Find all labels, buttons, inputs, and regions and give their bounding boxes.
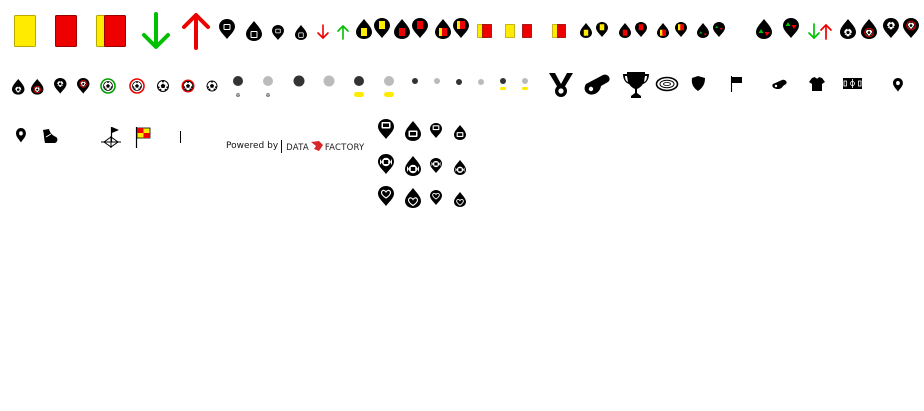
powered-by-label: Powered by [226,141,279,151]
own-goal-drop-icon [861,19,877,39]
medal-icon [549,73,573,97]
substitution-small-drop-icon [697,23,709,38]
datafactory-mark-icon [310,140,323,151]
own-goal-small-pin-icon [77,78,90,94]
second-yellow-small-pin-icon [675,22,687,37]
small-second-yellow-card-icon [477,24,492,38]
substitution-out-arrow-icon [182,13,210,50]
missed-penalty-ball-icon [129,78,145,94]
grey-dot-icon [323,75,335,87]
small-whistle-icon [772,79,787,90]
substitution-drop-icon [756,19,772,39]
datafactory-logo: DATA FACTORY [286,140,364,153]
substitution-pin-icon [783,18,799,38]
tiny-second-yellow-card-icon [552,24,566,38]
var-pin-icon [378,154,394,174]
whistle-icon [584,74,610,95]
tv-pin-icon [378,119,394,139]
boot-icon [43,129,58,143]
red-card-pin-icon [412,18,428,38]
brand-left-text: DATA [286,142,309,153]
red-card-small-drop-icon [619,23,631,38]
grey-dot-ball-icon [263,76,273,97]
goal-small-drop-icon [12,79,25,95]
red-card-drop-icon [394,19,410,39]
marker-grid [378,119,466,208]
dot-ball-icon [233,76,243,97]
pitch-icon [843,78,862,89]
powered-by-credit: Powered by DATA FACTORY [226,138,364,154]
var-drop-icon [405,156,421,176]
own-goal-ball-icon [181,79,195,93]
injury-pin-icon [378,186,394,206]
ball-icon [156,79,170,93]
yellow-card-drop-icon [356,19,372,39]
tiny-dot-icon [456,79,462,85]
second-yellow-small-drop-icon [657,23,669,38]
small-red-card-icon [522,24,532,38]
small-dot-icon [412,78,418,84]
small-ball-icon [206,80,218,92]
small-yellow-card-icon [505,24,515,38]
injury-small-pin-icon [430,190,442,205]
penalty-ball-icon [100,78,116,94]
second-yellow-drop-icon [435,19,451,39]
goal-drop-icon [840,19,856,39]
row-3 [16,127,181,148]
event-small-pin-icon [272,25,284,40]
shield-icon [691,76,705,91]
tiny-grey-dot-yellow-icon [522,78,528,90]
corner-flag-icon [730,76,742,92]
tv-drop-icon [405,121,421,141]
yellow-card-pin-icon [374,18,390,38]
own-goal-pin-icon [903,18,919,38]
second-yellow-pin-icon [453,18,469,38]
tv-small-drop-icon [454,125,466,140]
tiny-dot-yellow-icon [500,78,506,90]
shirt-icon [809,77,825,91]
tiny-grey-dot-icon [478,79,484,85]
red-card-small-pin-icon [635,22,647,37]
small-green-up-arrow-icon [337,25,349,40]
location-pin-icon [893,78,903,92]
yellow-card-small-drop-icon [580,23,592,38]
small-grey-dot-icon [434,78,440,84]
row-1 [14,12,919,50]
yellow-card-small-pin-icon [596,22,608,37]
var-small-drop-icon [454,160,466,175]
row-2 [12,72,903,98]
var-small-pin-icon [430,158,442,173]
yellow-card-icon [14,15,36,47]
grey-dot-yellow-icon [384,76,394,97]
offside-flag-icon [135,127,151,148]
stadium-icon [655,76,679,92]
own-goal-small-drop-icon [31,79,44,95]
trophy-icon [623,72,649,98]
dot-yellow-icon [354,76,364,97]
substitution-in-arrow-icon [142,12,170,49]
red-card-icon [55,15,77,47]
second-yellow-card-icon [96,15,126,47]
tv-small-pin-icon [430,123,442,138]
corner-icon [101,127,121,148]
brand-right-text: FACTORY [324,142,365,153]
small-red-down-arrow-icon [317,24,329,39]
substitution-arrows-icon [808,23,832,40]
goal-small-pin-icon [54,78,67,94]
small-location-pin-icon [16,128,26,143]
credit-separator [281,139,283,153]
goal-pin-icon [883,18,899,38]
substitution-small-pin-icon [713,22,725,37]
event-drop-icon [246,21,262,41]
injury-small-drop-icon [454,192,466,207]
event-pin-icon [219,19,235,39]
event-small-drop-icon [295,25,307,40]
dot-icon [293,75,305,87]
injury-drop-icon [405,188,421,208]
